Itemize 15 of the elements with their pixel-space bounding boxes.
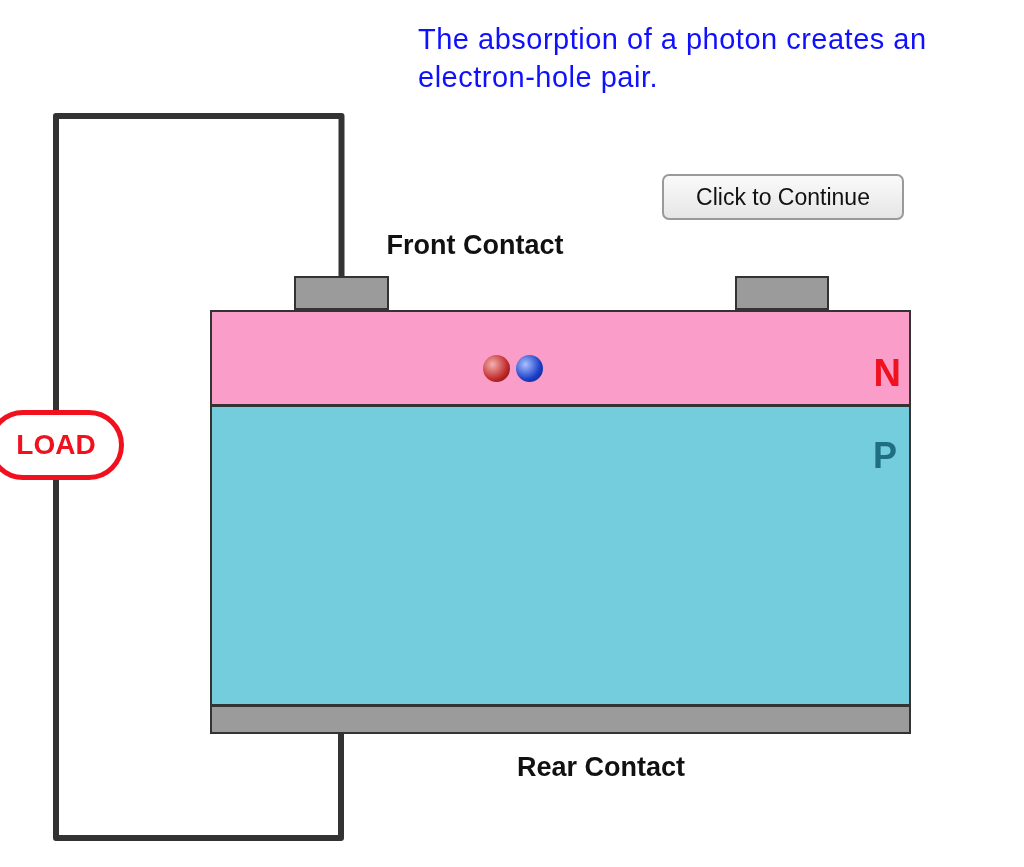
- load-pill: [0, 410, 124, 480]
- title: The absorption of a photon creates an electron-hole pair.: [418, 22, 928, 95]
- front-contact-label: Front Contact: [385, 230, 565, 261]
- front-contact-pad: [294, 276, 389, 310]
- p-type-layer: [210, 405, 911, 706]
- load-label: LOAD: [16, 429, 96, 461]
- n-type-layer: [210, 310, 911, 406]
- rear-contact-label: Rear Contact: [515, 752, 686, 783]
- wire: [53, 480, 344, 841]
- continue-button: Click to Continue: [662, 174, 904, 220]
- layer-letter: N: [873, 352, 901, 395]
- rear-contact-plate: [210, 705, 911, 734]
- layer-letter: P: [873, 435, 897, 477]
- wire: [53, 113, 345, 410]
- front-contact-pad: [735, 276, 829, 310]
